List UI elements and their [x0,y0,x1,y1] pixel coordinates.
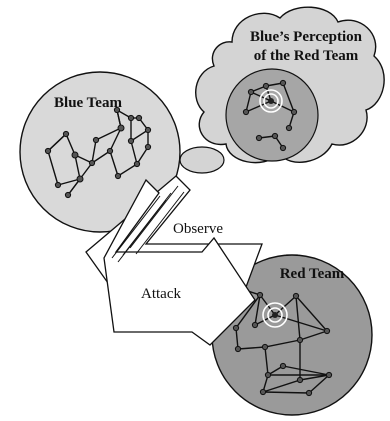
blue-team-label: Blue Team [54,95,122,111]
perception-target-icon [259,89,283,113]
attack-label: Attack [141,286,181,302]
thought-bubble-large [179,146,225,174]
perception-network [242,79,298,152]
red-target-icon [262,302,288,328]
perception-title-line1: Blue’s Perception [250,29,363,45]
attack-arrow [103,178,256,346]
observe-label: Observe [173,221,223,237]
observe-attack-arrows: Observe Attack [85,175,263,346]
perception-circle [225,68,319,162]
red-team-label: Red Team [280,266,345,282]
perception-title-line2: of the Red Team [254,48,359,64]
blue-team-network [44,106,152,199]
perception-cloud: Blue’s Perception of the Red Team [195,6,385,164]
